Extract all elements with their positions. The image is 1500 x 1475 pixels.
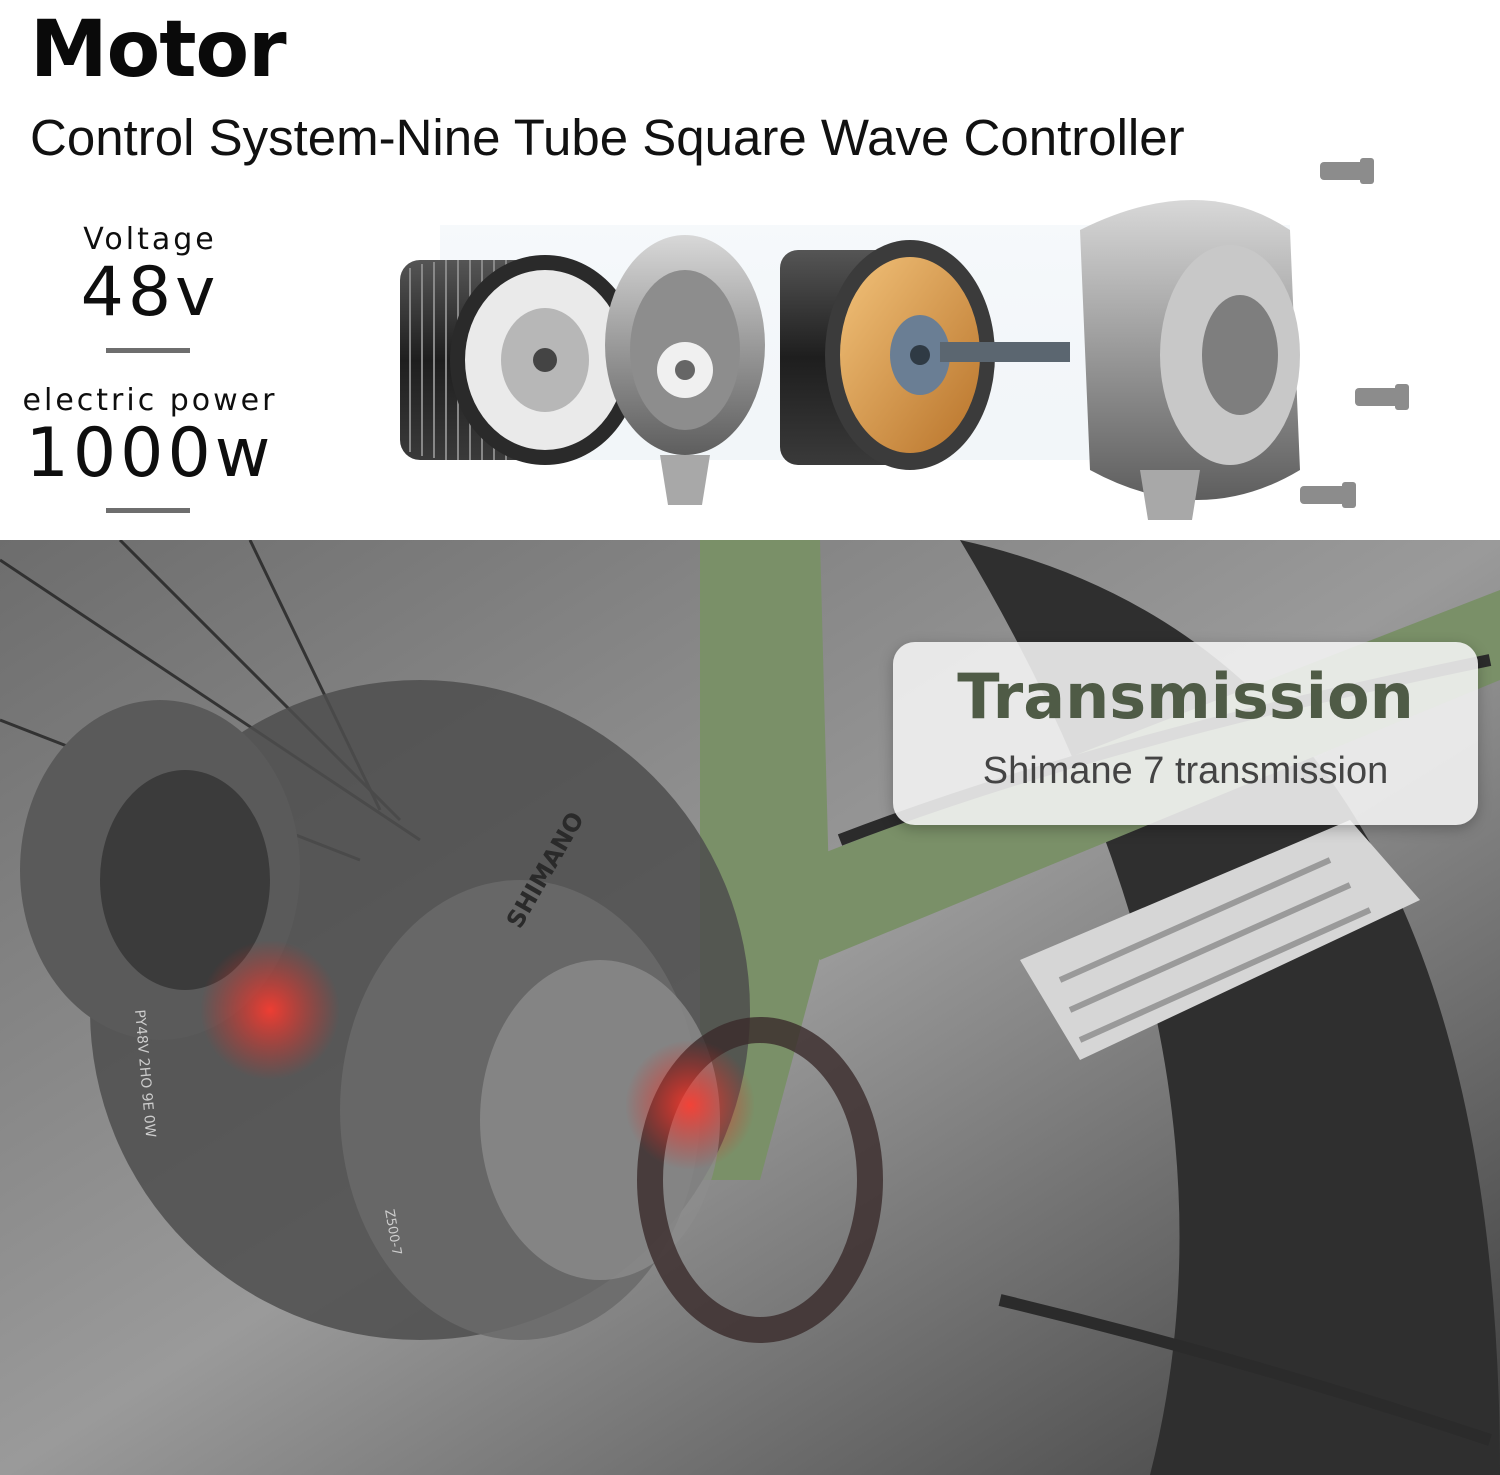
page-subtitle: Control System-Nine Tube Square Wave Con… [30,109,1185,166]
divider [106,348,190,353]
stator-icon [780,240,1070,470]
motor-spec-panel: Motor Control System-Nine Tube Square Wa… [0,0,1500,540]
spec-label: electric power [22,383,278,418]
transmission-title: Transmission [957,660,1414,733]
rotor-fan-icon [400,255,640,465]
glow-highlight [625,1040,755,1170]
exploded-motor-illustration [400,158,1409,520]
spec-power: electric power 1000w [0,383,300,490]
spec-value: 1000w [25,414,275,493]
transmission-callout: Transmission Shimane 7 transmission [893,642,1478,825]
divider [106,508,190,513]
glow-highlight [200,940,340,1080]
spec-voltage: Voltage 48v [50,222,250,329]
bolt-icon [1300,158,1409,508]
sprocket [637,1017,883,1343]
page-title: Motor [30,5,287,95]
transmission-subtitle: Shimane 7 transmission [982,750,1389,792]
end-cover-icon [605,235,765,505]
spec-label: Voltage [83,222,217,257]
motor-housing-icon [1080,200,1300,520]
spec-value: 48v [80,253,220,332]
